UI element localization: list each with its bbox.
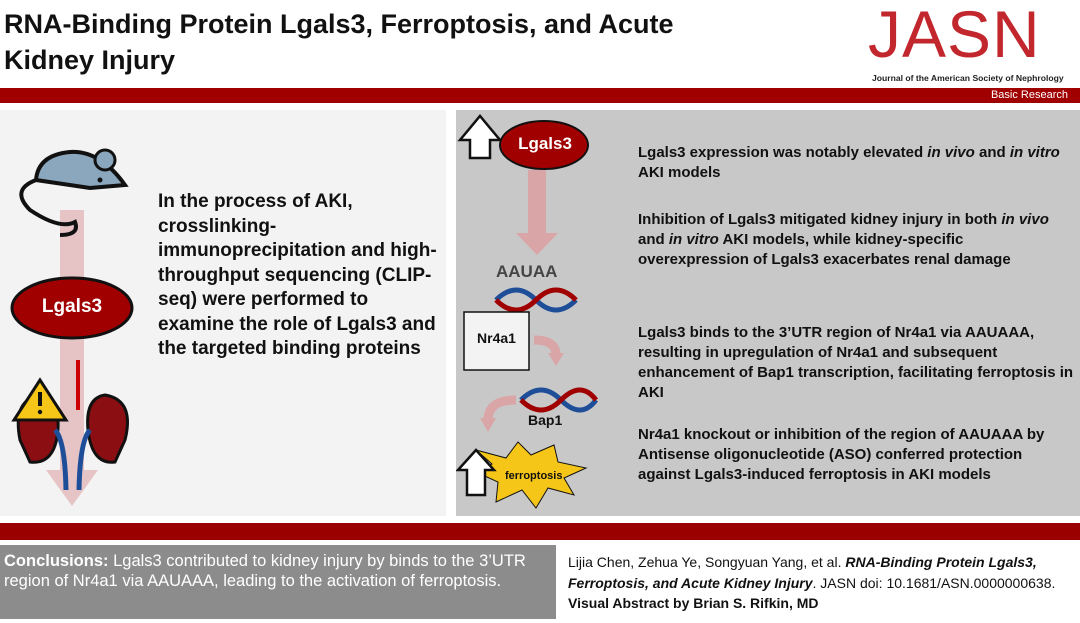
bap1-label: Bap1 — [528, 412, 563, 428]
left-illustration — [10, 148, 134, 506]
header-bar — [0, 88, 1080, 103]
conclusion-box: Conclusions: Lgals3 contributed to kidne… — [0, 545, 556, 619]
finding-1: Lgals3 expression was notably elevated i… — [638, 144, 1060, 181]
citation: Lijia Chen, Zehua Ye, Songyuan Yang, et … — [568, 554, 1056, 611]
ferroptosis-label: ferroptosis — [505, 470, 563, 482]
down-arrow — [46, 210, 98, 506]
finding-4: Nr4a1 knockout or inhibition of the regi… — [638, 426, 1045, 483]
mouse-icon — [19, 148, 129, 237]
finding-3: Lgals3 binds to the 3’UTR region of Nr4a… — [638, 324, 1074, 401]
lgals3-node-label: Lgals3 — [518, 134, 572, 153]
lgals3-label: Lgals3 — [41, 296, 103, 317]
warning-icon — [11, 377, 69, 422]
page-title: RNA-Binding Protein Lgals3, Ferroptosis,… — [4, 9, 674, 75]
mechanism-diagram — [456, 114, 598, 509]
lgals3-node — [499, 120, 589, 170]
nr4a1-label: Nr4a1 — [477, 330, 516, 346]
method-summary: In the process of AKI, crosslinking-immu… — [158, 191, 437, 359]
right-panel — [456, 110, 1080, 516]
nr4a1-box — [463, 311, 530, 371]
up-arrow-icon — [456, 448, 497, 497]
lgals3-ellipse — [10, 276, 134, 340]
finding-2: Inhibition of Lgals3 mitigated kidney in… — [638, 211, 1049, 268]
journal-name: Journal of the American Society of Nephr… — [872, 73, 1064, 83]
category-label: Basic Research — [990, 89, 1068, 101]
dna-icon-bap1 — [519, 387, 598, 413]
arrows — [480, 170, 564, 432]
jasn-logo: JASN — [868, 0, 1041, 71]
dna-icon — [494, 287, 578, 313]
ferroptosis-burst — [474, 441, 588, 509]
motif-label: AAUAA — [496, 262, 558, 281]
footer-bar — [0, 523, 1080, 540]
up-arrow-icon — [457, 114, 503, 160]
